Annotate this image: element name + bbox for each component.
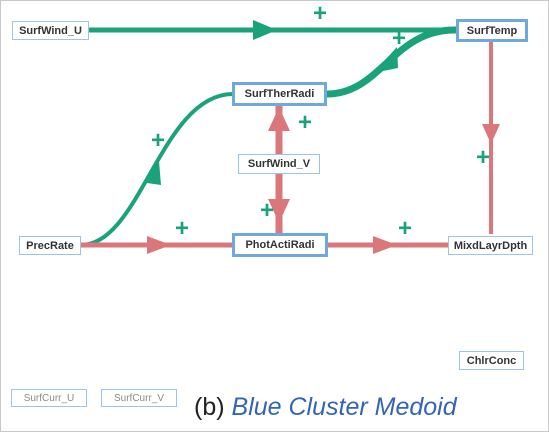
sign-precrate-photactiradi: + (174, 215, 190, 242)
sign-photactiradi-surftherradi-2: + (259, 197, 275, 224)
node-surftherradi[interactable]: SurfTherRadi (232, 82, 327, 106)
caption-title: Blue Cluster Medoid (231, 393, 457, 421)
figure-caption: (b) Blue Cluster Medoid (194, 393, 457, 422)
edge-surftemp-arrowhead (482, 124, 500, 144)
sign-precrate-surftherradi: + (150, 127, 166, 154)
edge-precrate-photactiradi-arrowhead (147, 236, 171, 254)
edge-photactiradi-surftherradi-arrowhead (268, 107, 290, 131)
sign-surftemp-mixdlayrdpth: + (475, 144, 491, 171)
node-surfwind-v[interactable]: SurfWind_V (238, 154, 320, 174)
node-precrate[interactable]: PrecRate (19, 236, 81, 255)
sign-surfwind-u-surftemp: + (312, 0, 328, 27)
edge-surftherradi-arrowhead (373, 47, 398, 73)
sign-surftherradi-surftemp: + (391, 25, 407, 52)
sign-photactiradi-surftherradi: + (297, 109, 313, 136)
sign-photactiradi-mixdlayrdpth: + (397, 215, 413, 242)
node-surftemp[interactable]: SurfTemp (456, 19, 528, 42)
node-chlrconc[interactable]: ChlrConc (459, 351, 524, 370)
node-surfwind-u[interactable]: SurfWind_U (12, 21, 89, 40)
caption-prefix: (b) (194, 393, 225, 421)
edge-photactiradi-surftherradi-arrowtail (268, 199, 290, 223)
node-surfcurr-v[interactable]: SurfCurr_V (101, 389, 177, 407)
edge-surfwind-u-arrowhead (253, 20, 277, 40)
edge-photactiradi-arrowhead (373, 236, 397, 254)
node-photactiradi[interactable]: PhotActiRadi (232, 233, 328, 257)
edge-precrate-arrowhead (147, 161, 161, 185)
node-surfcurr-u[interactable]: SurfCurr_U (11, 389, 87, 407)
edge-precrate-to-surftherradi (80, 92, 234, 247)
node-mixdlayrdpth[interactable]: MixdLayrDpth (448, 236, 533, 255)
